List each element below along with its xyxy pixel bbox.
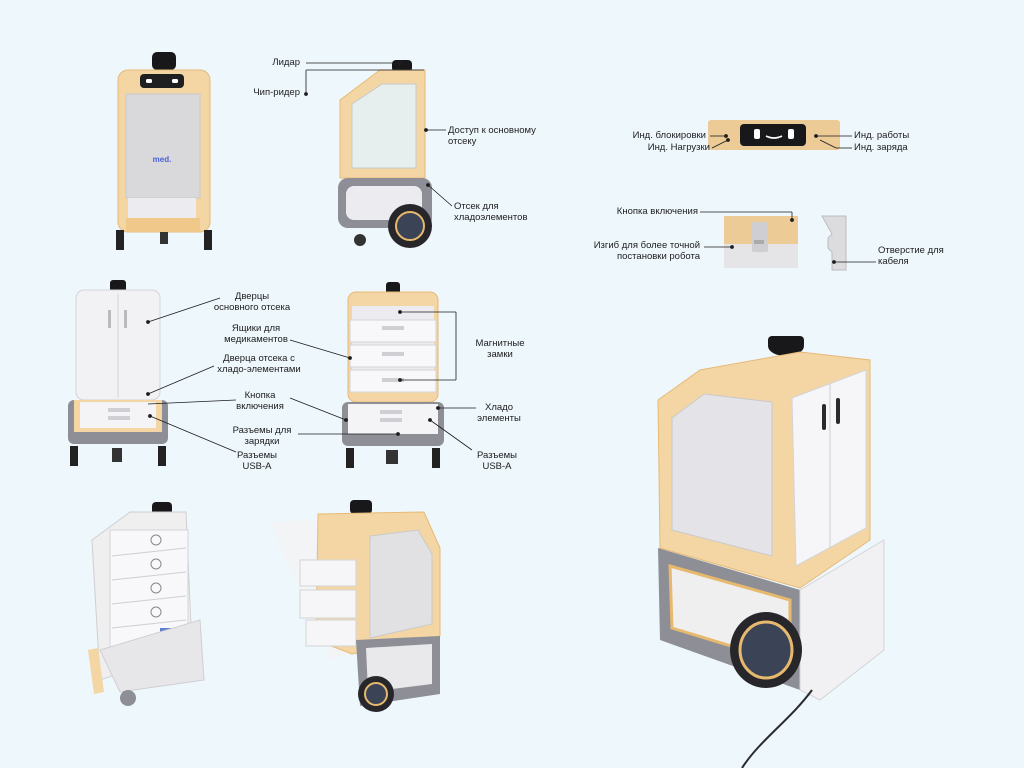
label-main-doors: Дверцы основного отсека <box>213 291 291 313</box>
label-cold-door: Дверца отсека с хладо-элементами <box>217 353 301 375</box>
label-main-access: Доступ к основному отсеку <box>448 125 536 147</box>
label-usb-left: Разъемы USB-A <box>237 450 277 472</box>
robot-side-view <box>338 60 432 248</box>
robot-front-doors-view <box>68 280 168 466</box>
label-load-indicator: Инд. Нагрузки <box>647 142 710 153</box>
label-charge-ports: Разъемы для зарядки <box>232 425 292 447</box>
label-cable-hole: Отверстие для кабеля <box>878 245 944 267</box>
cable-hole-detail <box>821 215 847 271</box>
robot-perspective-drawers <box>270 500 441 712</box>
label-magnetic-locks: Магнитные замки <box>475 338 525 360</box>
robot-drawers-view <box>342 282 444 468</box>
robot-shelves-view <box>88 502 205 706</box>
label-work-indicator: Инд. работы <box>854 130 910 141</box>
label-charge-indicator: Инд. заряда <box>854 142 908 153</box>
label-lock-indicator: Инд. блокировки <box>632 130 706 141</box>
label-chip-reader: Чип-ридер <box>253 87 300 98</box>
label-usb-right: Разъемы USB-A <box>477 450 517 472</box>
indicator-panel <box>708 120 840 150</box>
brand-logo: med. <box>153 155 172 164</box>
robot-front-view: med. <box>116 52 212 250</box>
leader-lines <box>146 61 876 453</box>
lidar-front <box>152 52 176 70</box>
label-cold-compartment: Отсек для хладоэлементов <box>454 201 528 223</box>
label-cold-elements: Хладо элементы <box>477 402 521 424</box>
label-med-drawers: Ящики для медикаментов <box>224 323 288 345</box>
label-lidar: Лидар <box>272 57 300 68</box>
charging-cable <box>741 689 813 768</box>
power-button-detail <box>724 216 798 268</box>
label-power-button-front: Кнопка включения <box>236 390 284 412</box>
label-bend: Изгиб для более точной постановки робота <box>593 240 700 262</box>
label-power-button-top: Кнопка включения <box>616 206 698 217</box>
robot-hero-render <box>657 336 885 768</box>
